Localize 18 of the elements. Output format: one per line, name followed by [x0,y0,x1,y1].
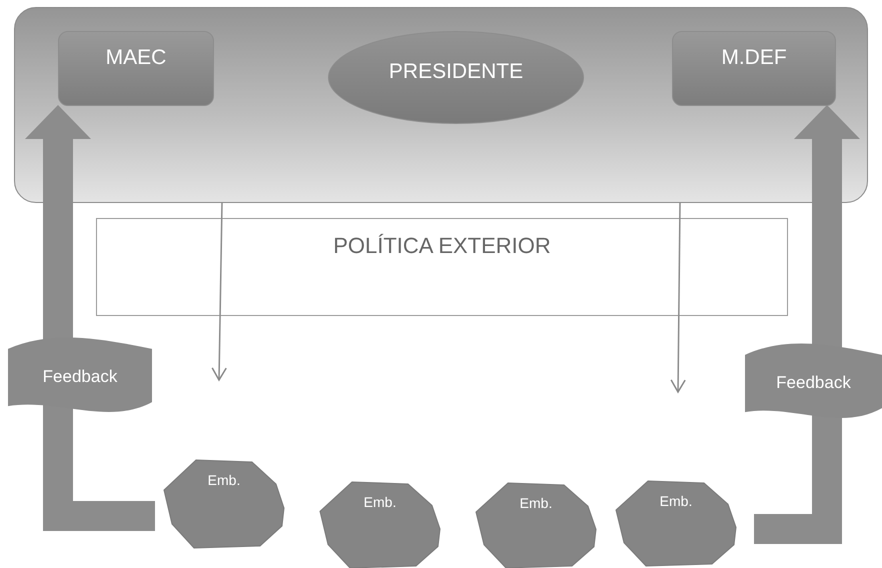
arrow [211,202,227,381]
node-label: M.DEF [720,46,788,70]
node-label: PRESIDENTE [388,60,524,84]
node-label: MAEC [104,46,168,70]
feedback-label: Feedback [42,367,118,387]
node-label: POLÍTICA EXTERIOR [332,233,552,259]
policy-box [96,218,788,316]
embassy-label: Emb. [658,493,694,509]
feedback-arrow [754,105,860,544]
embassy-label: Emb. [518,495,554,511]
arrow [670,203,686,393]
feedback-label: Feedback [775,373,852,393]
group-panel [14,7,868,203]
ministry-box [58,31,214,106]
feedback-arrow [25,105,155,531]
embassy-label: Emb. [206,472,242,488]
ministry-box [672,31,836,106]
embassy-label: Emb. [362,494,398,510]
